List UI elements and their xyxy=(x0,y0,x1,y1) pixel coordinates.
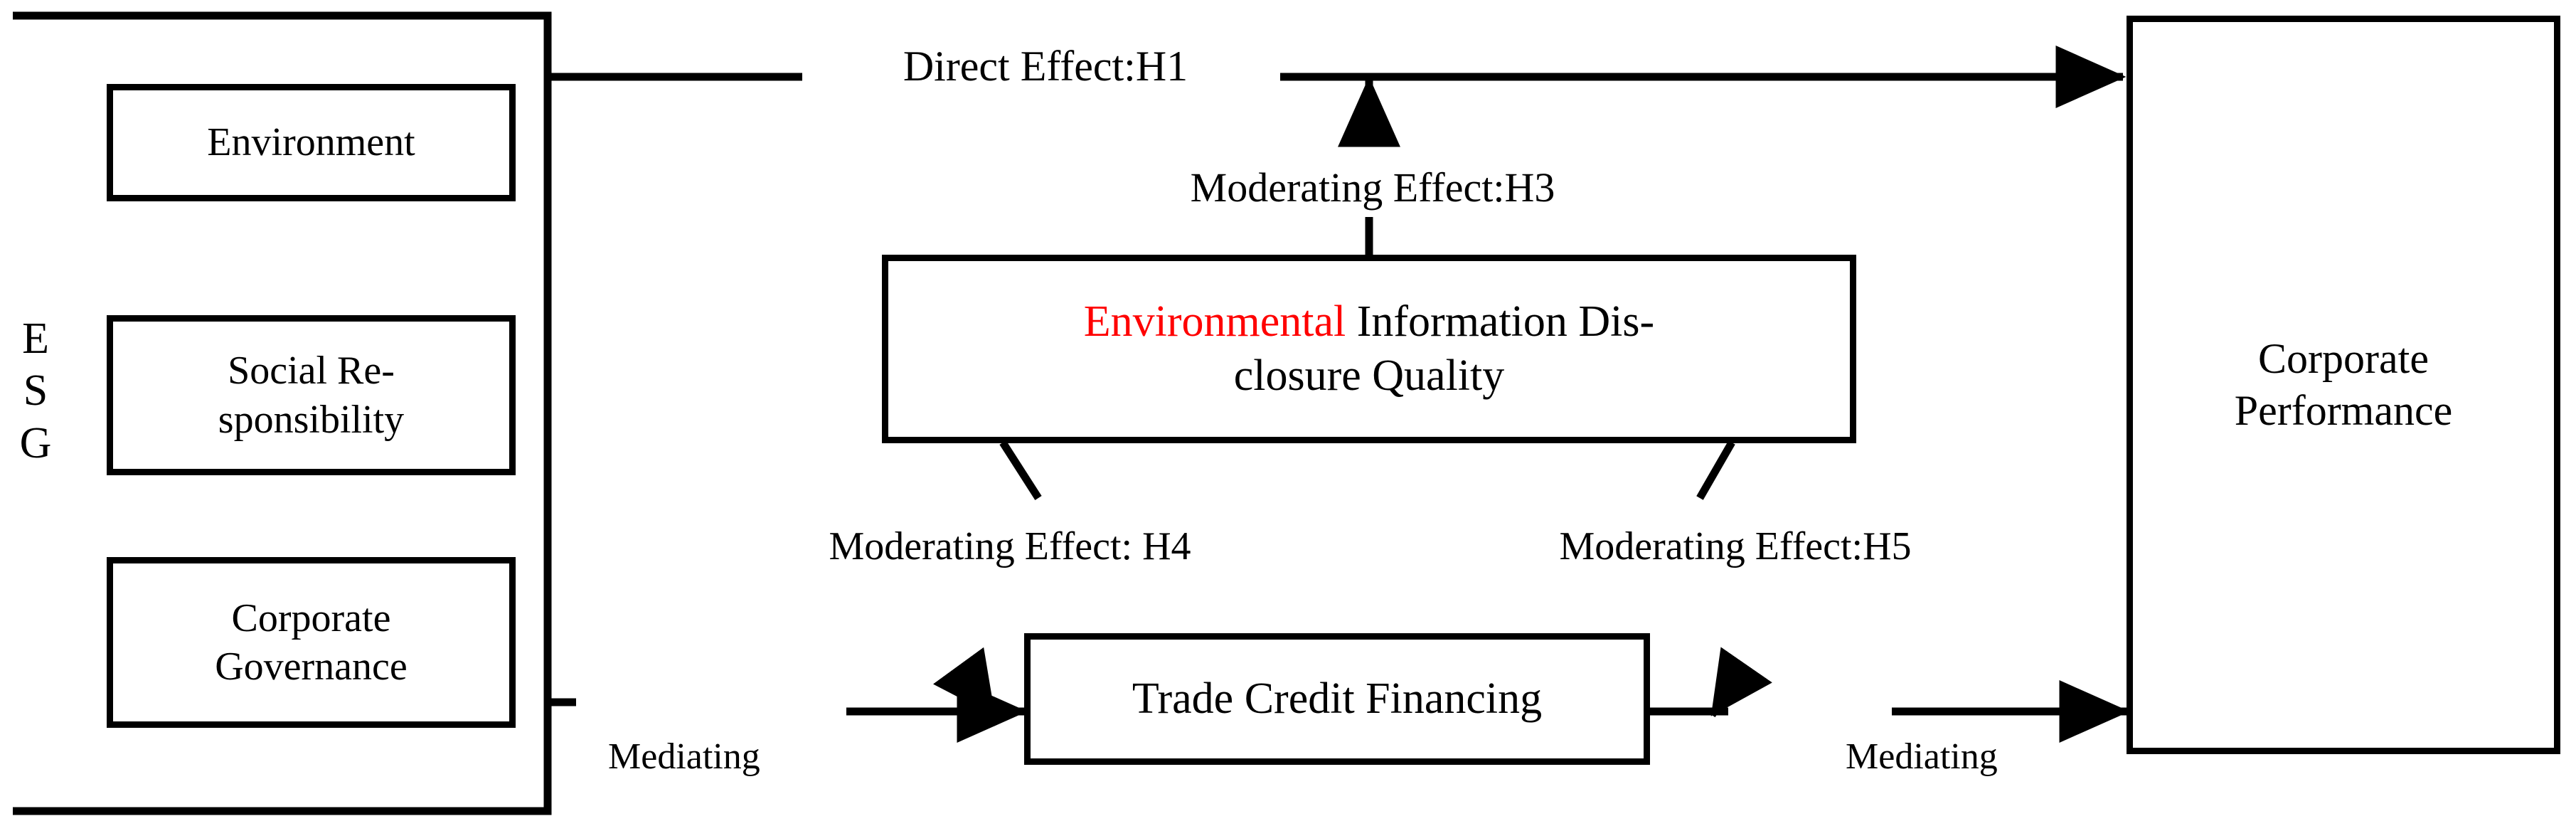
label-direct-effect-h1: Direct Effect:H1 xyxy=(903,43,1188,90)
edge-moderating-h5 xyxy=(1696,440,1772,718)
node-trade-credit-financing[interactable]: Trade Credit Financing xyxy=(1024,633,1650,765)
node-disclosure-quality[interactable]: Environmental Information Dis- closure Q… xyxy=(882,255,1856,443)
esg-letter-g: G xyxy=(19,418,52,467)
label-moderating-effect-h3: Moderating Effect:H3 xyxy=(1190,164,1555,211)
label-moderating-effect-h4: Moderating Effect: H4 xyxy=(829,524,1191,568)
node-disclosure-quality-label-black: Information Dis- closure Quality xyxy=(1233,297,1655,400)
esg-letter-e: E xyxy=(22,314,49,364)
label-mediating-effect-h2-left: Mediating Effect:H2 xyxy=(608,647,836,826)
node-social-responsibility[interactable]: Social Re- sponsibility xyxy=(107,315,516,475)
node-environment[interactable]: Environment xyxy=(107,84,516,201)
node-disclosure-quality-text: Environmental Information Dis- closure Q… xyxy=(1084,295,1654,403)
label-moderating-effect-h5: Moderating Effect:H5 xyxy=(1559,524,1912,568)
esg-letters: E S G xyxy=(7,285,64,498)
label-mediating-effect-h2-right-line1: Mediating xyxy=(1846,736,1998,777)
node-trade-credit-financing-label: Trade Credit Financing xyxy=(1132,674,1543,723)
label-mediating-effect-h2-right: Mediating Effect:H2 xyxy=(1846,647,2087,826)
node-corporate-governance-label: Corporate Governance xyxy=(215,595,408,689)
node-corporate-performance[interactable]: Corporate Performance xyxy=(2127,16,2560,754)
node-disclosure-quality-label-red: Environmental xyxy=(1083,297,1346,346)
node-corporate-governance[interactable]: Corporate Governance xyxy=(107,557,516,728)
label-mediating-effect-h2-left-line1: Mediating xyxy=(608,736,760,777)
node-social-responsibility-label: Social Re- sponsibility xyxy=(218,349,405,442)
node-environment-label: Environment xyxy=(207,120,415,165)
node-corporate-performance-label: Corporate Performance xyxy=(2234,334,2453,434)
esg-letter-s: S xyxy=(23,366,48,415)
